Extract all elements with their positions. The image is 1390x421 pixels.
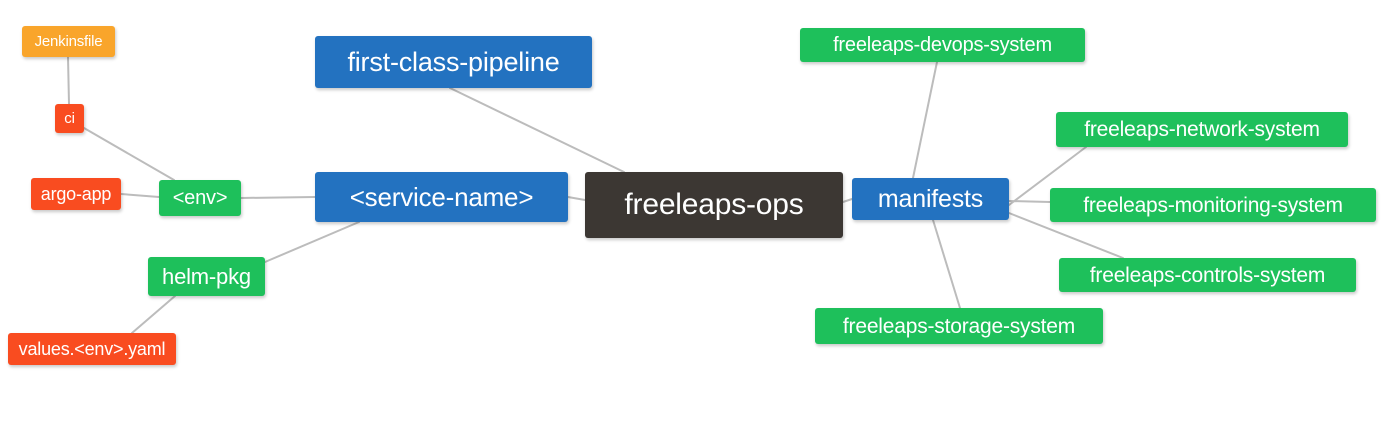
node-manifests[interactable]: manifests [852,178,1009,220]
edge-freeleaps-ops-to-manifests [842,198,853,203]
node-helm-pkg[interactable]: helm-pkg [148,257,265,296]
node-values-env-yaml[interactable]: values.<env>.yaml [8,333,176,365]
edge-manifests-to-freeleaps-monitoring-system [1008,200,1051,203]
node-ci[interactable]: ci [55,104,84,133]
node-freeleaps-devops-system[interactable]: freeleaps-devops-system [800,28,1085,62]
node-first-class-pipeline[interactable]: first-class-pipeline [315,36,592,88]
edge-service-name-to-freeleaps-ops [567,196,586,201]
edge-ci-to-env [83,127,175,181]
node-freeleaps-network-system[interactable]: freeleaps-network-system [1056,112,1348,147]
node-env[interactable]: <env> [159,180,241,216]
edge-manifests-to-freeleaps-storage-system [932,219,961,309]
edge-first-class-pipeline-to-freeleaps-ops [449,87,625,173]
edge-manifests-to-freeleaps-devops-system [912,61,938,179]
node-jenkinsfile[interactable]: Jenkinsfile [22,26,115,57]
edge-argo-app-to-env [120,193,160,198]
edge-helm-pkg-to-values-env-yaml [131,295,176,334]
node-freeleaps-storage-system[interactable]: freeleaps-storage-system [815,308,1103,344]
node-argo-app[interactable]: argo-app [31,178,121,210]
node-freeleaps-monitoring-system[interactable]: freeleaps-monitoring-system [1050,188,1376,222]
edge-service-name-to-helm-pkg [264,221,360,263]
edge-jenkinsfile-to-ci [67,56,70,105]
node-freeleaps-ops[interactable]: freeleaps-ops [585,172,843,238]
node-freeleaps-controls-system[interactable]: freeleaps-controls-system [1059,258,1356,292]
edge-env-to-service-name [240,196,316,199]
node-service-name[interactable]: <service-name> [315,172,568,222]
